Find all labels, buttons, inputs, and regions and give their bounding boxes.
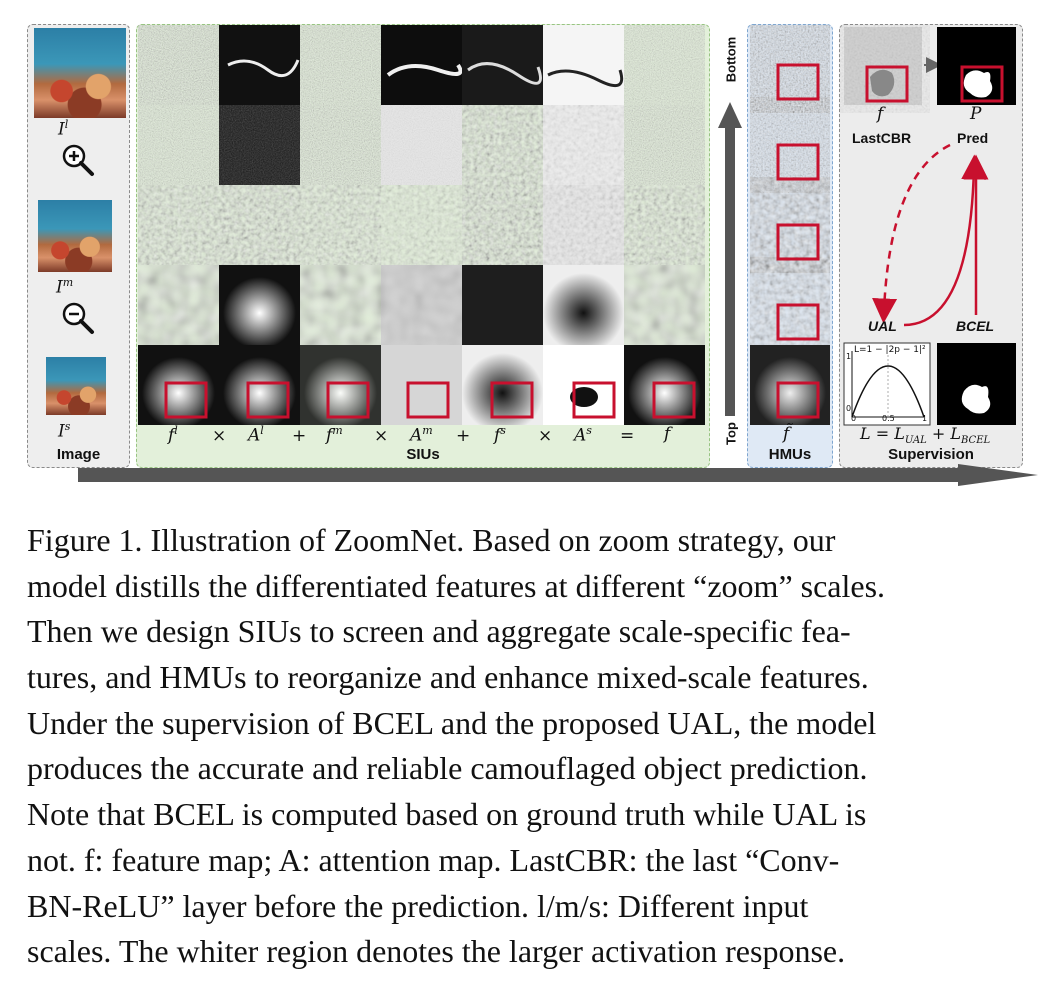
caption-line-2: model distills the differentiated featur… xyxy=(27,567,886,604)
sius-row-5 xyxy=(138,345,705,425)
sup-plot-formula: L=1 − |2p − 1|² xyxy=(854,345,926,355)
sup-lastcbr-label: LastCBR xyxy=(852,130,912,146)
figure-caption: Figure 1. Illustration of ZoomNet. Based… xyxy=(27,518,1023,975)
eq-A-s: As xyxy=(574,424,592,446)
caption-line-9: BN-ReLU” layer before the prediction. l/… xyxy=(27,887,809,924)
eq-f-l: fl xyxy=(168,424,178,446)
eq-A-l: Al xyxy=(248,424,264,446)
eq-equals: = xyxy=(620,426,635,446)
top-bottom-arrow xyxy=(718,102,742,416)
caption-line-7: Note that BCEL is computed based on grou… xyxy=(27,796,867,833)
hmus-feature-column xyxy=(750,25,830,425)
caption-line-3: Then we design SIUs to screen and aggreg… xyxy=(27,613,851,650)
sius-row-2 xyxy=(138,105,705,185)
eq-times-3: × xyxy=(538,426,553,446)
sius-row-1 xyxy=(138,25,705,105)
sup-plot-xtick-1: 1 xyxy=(922,414,928,423)
caption-line-4: tures, and HMUs to reorganize and enhanc… xyxy=(27,659,869,696)
hmus-feature-label: f̃ xyxy=(783,424,790,444)
eq-A-m: Am xyxy=(410,424,433,446)
image-scale-label-l: Il xyxy=(58,118,69,140)
sup-ual-label: UAL xyxy=(868,318,897,334)
sius-panel-label: SIUs xyxy=(406,446,440,463)
eq-times-2: × xyxy=(374,426,389,446)
eq-plus-1: + xyxy=(292,426,307,446)
sup-plot-ytick-0: 0 xyxy=(846,404,852,413)
image-medium-thumbnail xyxy=(38,200,112,272)
supervision-panel-label: Supervision xyxy=(888,446,974,463)
zoomnet-figure: Il Im Is Image xyxy=(0,0,1040,490)
supervision-diagram xyxy=(843,27,1016,426)
sup-loss-equation: L = LUAL + LBCEL xyxy=(860,424,991,447)
sup-pred-label: Pred xyxy=(957,130,989,146)
eq-f: f xyxy=(664,424,671,444)
sup-plot-xtick-0: 0 xyxy=(851,414,857,423)
eq-f-m: fm xyxy=(326,424,343,446)
caption-line-1: Figure 1. Illustration of ZoomNet. Based… xyxy=(27,522,836,558)
axis-top-label: Top xyxy=(723,422,739,445)
sius-feature-grid xyxy=(138,25,705,425)
sius-row-3 xyxy=(138,185,705,265)
axis-bottom-label: Bottom xyxy=(723,36,739,83)
image-scale-label-s: Is xyxy=(58,420,71,442)
hmus-panel-label: HMUs xyxy=(768,446,812,463)
sup-f-label: f xyxy=(877,104,884,124)
eq-plus-2: + xyxy=(456,426,471,446)
caption-line-5: Under the supervision of BCEL and the pr… xyxy=(27,704,877,741)
zoom-in-icon xyxy=(62,144,94,176)
caption-line-10: scales. The whiter region denotes the la… xyxy=(27,933,846,970)
image-scale-label-m: Im xyxy=(56,276,74,298)
sius-red-boxes xyxy=(164,381,696,419)
pipeline-flow-arrow xyxy=(78,464,1038,486)
eq-times-1: × xyxy=(212,426,227,446)
sius-row-4 xyxy=(138,265,705,345)
caption-line-6: produces the accurate and reliable camou… xyxy=(27,750,868,787)
eq-f-s: fs xyxy=(494,424,506,446)
sup-plot-ytick-1: 1 xyxy=(846,352,852,361)
image-small-thumbnail xyxy=(46,357,106,415)
sup-p-label: P xyxy=(970,104,982,124)
image-large-thumbnail xyxy=(34,28,126,118)
sup-plot-xtick-mid: 0.5 xyxy=(882,414,895,423)
image-panel-label: Image xyxy=(56,446,101,463)
zoom-out-icon xyxy=(62,302,94,334)
sup-bcel-label: BCEL xyxy=(956,318,995,334)
caption-line-8: not. f: feature map; A: attention map. L… xyxy=(27,841,840,878)
